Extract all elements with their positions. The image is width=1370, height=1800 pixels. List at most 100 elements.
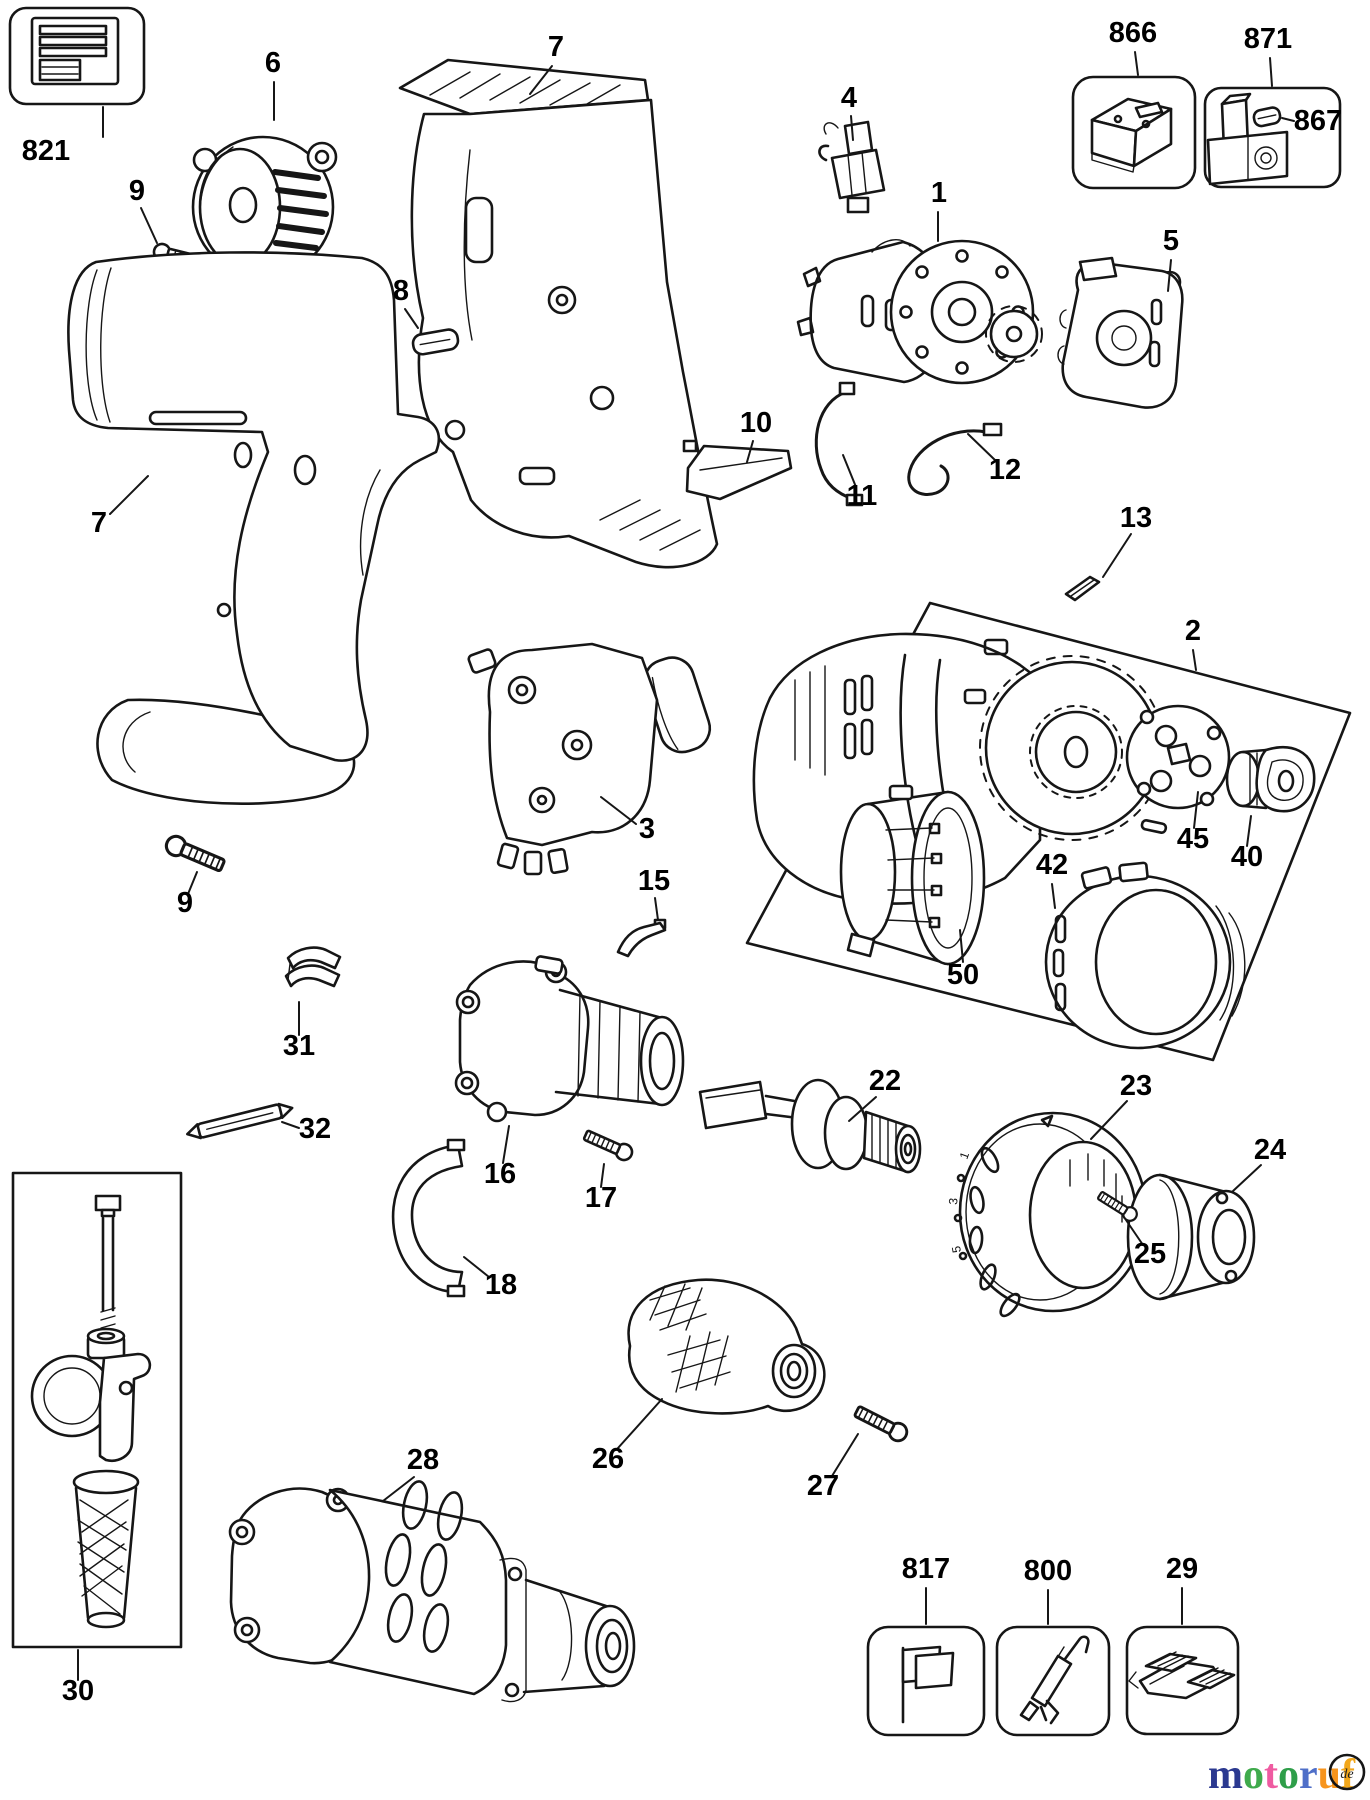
leader-line-13 xyxy=(1102,533,1132,578)
part-label-3: 3 xyxy=(639,813,655,845)
watermark-ring-icon xyxy=(1328,1753,1366,1791)
clutch-dial-mark: 5 xyxy=(949,1245,964,1254)
part-label-817: 817 xyxy=(902,1553,950,1585)
leader-line-17 xyxy=(600,1163,605,1188)
part-label-22: 22 xyxy=(869,1065,901,1097)
leader-line-9-top xyxy=(140,207,158,244)
part-17-screw xyxy=(581,1126,636,1164)
part-label-2: 2 xyxy=(1185,615,1201,647)
part-label-7-top: 7 xyxy=(548,31,564,63)
leader-line-22 xyxy=(848,1096,877,1122)
leader-line-4 xyxy=(850,115,854,141)
part-12-lead-wire xyxy=(907,422,1003,496)
leader-line-871 xyxy=(1269,57,1273,87)
leader-line-50 xyxy=(959,929,964,963)
leader-line-26 xyxy=(617,1398,663,1449)
part-label-867: 867 xyxy=(1294,105,1342,137)
part-22-spindle xyxy=(698,1078,922,1174)
part-label-8: 8 xyxy=(393,275,409,307)
leader-line-40 xyxy=(1246,815,1252,847)
watermark-ring-text: de xyxy=(1340,1767,1353,1782)
part-label-16: 16 xyxy=(484,1158,516,1190)
part-label-871: 871 xyxy=(1244,23,1292,55)
leader-line-11 xyxy=(842,454,857,488)
leader-line-867 xyxy=(1281,117,1295,122)
clutch-dial-marks: 135 xyxy=(946,1150,972,1254)
part-28-gearbox-chuck-assembly xyxy=(228,1480,636,1703)
part-7-right-housing xyxy=(398,58,719,569)
leader-line-18 xyxy=(463,1256,490,1278)
part-label-50: 50 xyxy=(947,959,979,991)
leader-line-16 xyxy=(502,1125,510,1164)
part-label-800: 800 xyxy=(1024,1555,1072,1587)
part-label-42: 42 xyxy=(1036,849,1068,881)
part-50-cage xyxy=(839,784,986,966)
leader-line-23 xyxy=(1090,1100,1128,1140)
leader-line-2 xyxy=(1192,649,1197,671)
watermark-word: motoruf xyxy=(1208,1752,1356,1798)
part-8-button xyxy=(411,328,460,356)
part-label-30: 30 xyxy=(62,1675,94,1707)
part-32-bit xyxy=(186,1102,294,1140)
part-13-clip xyxy=(1064,575,1101,602)
part-7-left-housing xyxy=(67,251,441,806)
leader-line-15 xyxy=(654,897,659,921)
part-40-coupler xyxy=(1225,745,1316,813)
part-label-15: 15 xyxy=(638,865,670,897)
watermark-logo: motoruf de xyxy=(1208,1752,1366,1798)
part-15-lever xyxy=(616,918,667,958)
part-867-cap xyxy=(1252,106,1282,128)
part-label-28: 28 xyxy=(407,1444,439,1476)
leader-line-27 xyxy=(831,1433,859,1477)
part-label-7-left: 7 xyxy=(91,507,107,539)
part-label-18: 18 xyxy=(485,1269,517,1301)
part-label-821: 821 xyxy=(22,135,70,167)
part-label-26: 26 xyxy=(592,1443,624,1475)
part-label-45: 45 xyxy=(1177,823,1209,855)
group-box-part-29 xyxy=(1125,1625,1240,1736)
part-16-gearcase-front xyxy=(454,955,685,1123)
part-label-23: 23 xyxy=(1120,1070,1152,1102)
part-3-trigger-switch xyxy=(467,642,712,876)
part-1-motor xyxy=(796,239,1043,385)
label-plate-box-821 xyxy=(8,6,146,106)
group-box-part-866 xyxy=(1071,75,1197,190)
part-18-band-spring xyxy=(391,1138,466,1298)
part-24-sleeve xyxy=(1126,1173,1256,1301)
part-5-gear-housing xyxy=(1057,256,1184,409)
group-box-part-30 xyxy=(11,1171,183,1649)
part-label-25: 25 xyxy=(1134,1238,1166,1270)
leader-line-3 xyxy=(600,796,637,825)
leader-line-24 xyxy=(1232,1164,1262,1192)
part-label-10: 10 xyxy=(740,407,772,439)
leader-line-7-top xyxy=(529,65,553,95)
part-45-carrier xyxy=(1125,704,1231,810)
leader-line-32 xyxy=(281,1121,300,1129)
part-27-screw xyxy=(851,1401,912,1446)
part-label-32: 32 xyxy=(299,1113,331,1145)
part-label-4: 4 xyxy=(841,82,857,114)
leader-line-8 xyxy=(404,308,419,329)
part-label-9-top: 9 xyxy=(129,175,145,207)
clutch-dial-mark: 1 xyxy=(957,1150,973,1161)
part-label-31: 31 xyxy=(283,1030,315,1062)
leader-line-25 xyxy=(1125,1219,1144,1246)
part-10-lever xyxy=(682,439,793,501)
group-box-part-871 xyxy=(1203,86,1342,189)
leader-line-42 xyxy=(1051,883,1056,909)
part-label-11: 11 xyxy=(847,480,878,512)
leader-line-866 xyxy=(1134,51,1139,76)
leader-line-5 xyxy=(1167,259,1172,292)
part-31-clip xyxy=(284,946,342,988)
part-label-17: 17 xyxy=(585,1182,617,1214)
leader-line-12 xyxy=(967,433,997,462)
group-box-part-800 xyxy=(995,1625,1111,1737)
part-label-866: 866 xyxy=(1109,17,1157,49)
part-label-40: 40 xyxy=(1231,841,1263,873)
part-label-12: 12 xyxy=(989,454,1021,486)
leader-line-10 xyxy=(746,440,754,463)
part-label-6: 6 xyxy=(265,47,281,79)
